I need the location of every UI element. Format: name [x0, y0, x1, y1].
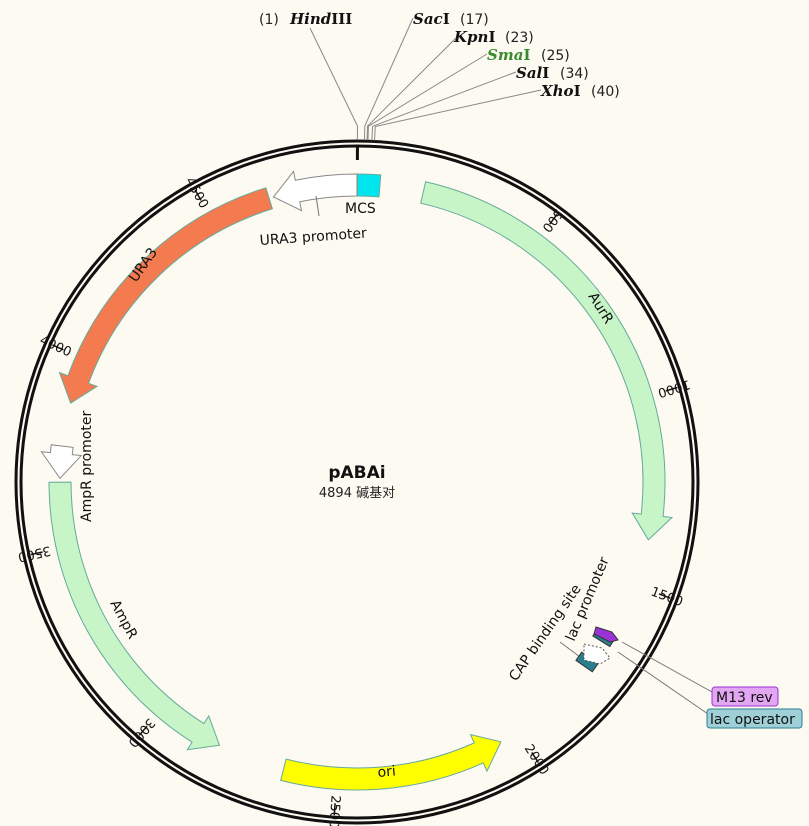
svg-text:HindIII: HindIII [289, 10, 352, 28]
svg-text:SalI: SalI [516, 64, 549, 82]
site-line-5 [374, 89, 542, 141]
feature-ampr[interactable] [48, 481, 221, 751]
svg-text:KpnI: KpnI [453, 28, 495, 46]
lac-region [559, 626, 713, 715]
site-leader-lines [309, 17, 542, 141]
svg-text:(1): (1) [259, 12, 279, 28]
site-line-2 [366, 36, 458, 141]
tick-4000 [52, 344, 64, 351]
m13-rev-callout[interactable]: M13 rev [711, 686, 779, 707]
tick-4500 [194, 189, 202, 201]
site-label-smai[interactable]: SmaI (25) [487, 46, 570, 64]
site-label-saci[interactable]: SacI (17) [413, 10, 489, 28]
svg-text:SmaI: SmaI [487, 46, 530, 64]
tick-3500 [30, 551, 43, 556]
tick-label-3000: 3000 [125, 715, 158, 750]
tick-3000 [138, 725, 148, 736]
svg-text:(40): (40) [591, 84, 620, 100]
svg-text:lac operator: lac operator [710, 712, 795, 728]
svg-text:(25): (25) [541, 48, 570, 64]
site-label-sali[interactable]: SalI (34) [516, 64, 589, 82]
feature-aurr[interactable] [420, 181, 674, 541]
svg-text:M13 rev: M13 rev [716, 690, 773, 706]
site-line-1 [363, 17, 414, 141]
plasmid-name: pABAi [328, 463, 385, 483]
label-mcs: MCS [345, 201, 376, 217]
tick-label-3500: 3500 [16, 542, 52, 564]
site-label-xhoi[interactable]: XhoI (40) [540, 82, 620, 100]
features [40, 170, 674, 791]
feature-mcs[interactable] [356, 173, 382, 198]
feature-ampr-promoter[interactable] [40, 444, 83, 480]
label-ori: ori [377, 763, 397, 781]
svg-text:SacI: SacI [413, 10, 450, 28]
site-label-hindiii[interactable]: (1) HindIII [259, 10, 352, 28]
tick-2500 [333, 803, 336, 816]
tick-2000 [531, 752, 539, 763]
svg-text:(23): (23) [505, 30, 534, 46]
site-line-4 [371, 71, 517, 141]
label-ampr-promoter: AmpR promoter [79, 411, 95, 522]
site-label-kpni[interactable]: KpnI (23) [453, 28, 534, 46]
m13-rev-feature[interactable] [593, 626, 619, 643]
svg-text:(17): (17) [460, 12, 489, 28]
svg-text:(34): (34) [560, 66, 589, 82]
tick-1500 [658, 593, 671, 599]
tick-500 [549, 214, 558, 225]
lac-operator-callout[interactable]: lac operator [706, 708, 803, 729]
site-line-0 [309, 27, 358, 141]
feature-ura3[interactable] [58, 187, 273, 404]
tick-1000 [665, 386, 678, 392]
site-line-3 [367, 53, 488, 141]
svg-text:XhoI: XhoI [540, 82, 581, 100]
plasmid-length: 4894 碱基对 [319, 486, 395, 501]
feature-ori[interactable] [280, 733, 502, 791]
lac-promoter-feature[interactable] [583, 643, 611, 665]
feature-ura3-promoter[interactable] [272, 170, 358, 212]
label-ura3-promoter: URA3 promoter [259, 226, 367, 249]
tick-label-2500: 2500 [325, 795, 342, 826]
